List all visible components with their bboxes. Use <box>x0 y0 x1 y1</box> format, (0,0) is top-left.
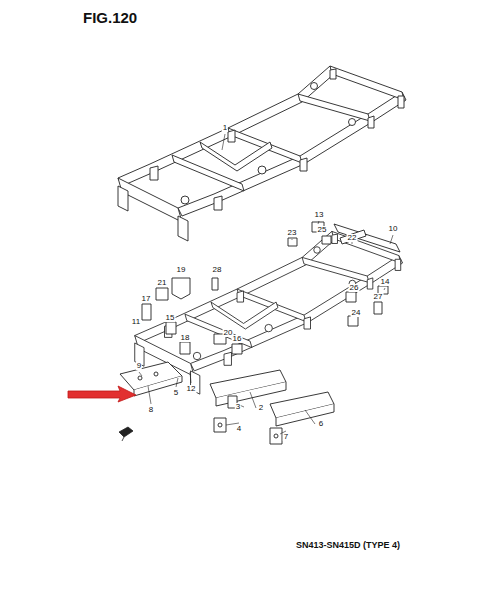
callout-number: 4 <box>236 425 242 433</box>
callout-number: 14 <box>380 278 391 286</box>
callout-number: 6 <box>318 420 324 428</box>
callout-number: 8 <box>148 406 154 414</box>
callout-number: 17 <box>141 295 152 303</box>
direction-icon <box>119 427 133 441</box>
callout-number: 5 <box>173 389 179 397</box>
figure-title: FIG.120 <box>83 10 137 25</box>
callout-number: 18 <box>180 334 191 342</box>
callout-number: 2 <box>258 404 264 412</box>
callout-number: 25 <box>317 226 328 234</box>
callout-number: 19 <box>176 266 187 274</box>
callout-number: 23 <box>287 229 298 237</box>
callout-number: 12 <box>186 385 197 393</box>
model-caption: SN413-SN415D (TYPE 4) <box>296 541 400 550</box>
callout-number: 16 <box>232 335 243 343</box>
callout-number: 10 <box>388 225 399 233</box>
callout-number: 26 <box>349 284 360 292</box>
callout-number: 11 <box>131 318 141 326</box>
callout-number: 22 <box>347 234 358 242</box>
callout-number: 9 <box>136 362 142 370</box>
callout-number: 3 <box>235 403 241 411</box>
pointer-arrow <box>68 386 136 402</box>
callout-number: 1 <box>222 124 228 132</box>
callout-number: 13 <box>314 211 325 219</box>
callout-number: 21 <box>157 279 168 287</box>
callout-number: 24 <box>351 309 362 317</box>
callout-number: 27 <box>373 293 384 301</box>
callout-number: 28 <box>212 266 223 274</box>
callout-number: 7 <box>283 433 289 441</box>
callout-number: 15 <box>165 314 176 322</box>
